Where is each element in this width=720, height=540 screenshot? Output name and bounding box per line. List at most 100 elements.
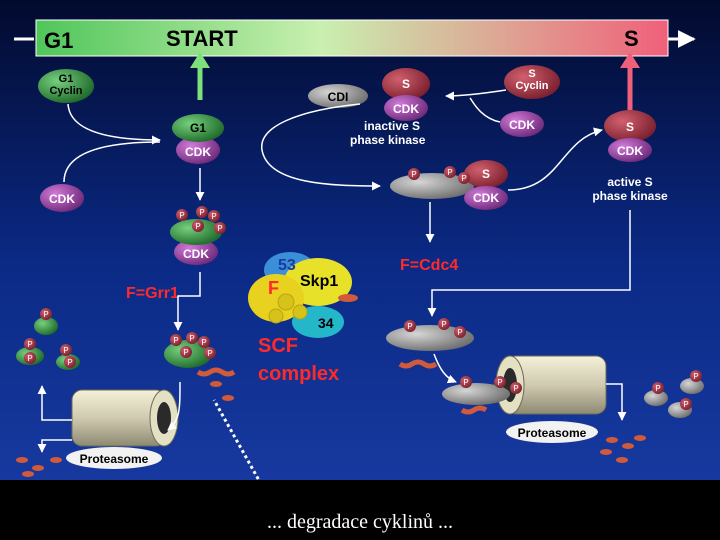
inactive-to-phospho-arrow: [261, 103, 381, 191]
active-kinase-line1: active S: [607, 175, 652, 189]
svg-text:S: S: [528, 68, 535, 80]
cdk-to-inactive-arrow: [469, 97, 501, 123]
proteasome-out-arrow-down: [37, 439, 72, 453]
svg-text:Skp1: Skp1: [300, 273, 338, 290]
inactive-kinase-line1: inactive S: [364, 119, 420, 133]
svg-text:P: P: [211, 212, 216, 221]
svg-text:P: P: [189, 334, 194, 343]
scf-title-line1: SCF: [258, 335, 298, 357]
svg-text:P: P: [199, 208, 204, 217]
svg-text:Cyclin: Cyclin: [49, 85, 82, 97]
cdk-to-complex-arrow: [63, 141, 161, 183]
svg-text:P: P: [43, 310, 48, 319]
active-kinase-line2: phase kinase: [592, 189, 668, 203]
svg-text:CDK: CDK: [393, 102, 419, 116]
scf-complex: 53 Skp1 F 34: [248, 252, 358, 338]
cell-cycle-diagram: G1 START S G1 Cyclin CDK: [0, 0, 720, 480]
svg-text:P: P: [441, 320, 446, 329]
svg-text:P: P: [411, 170, 416, 179]
phospho-group: P P P P P: [176, 206, 226, 234]
to-active-kinase-arrow: [507, 127, 603, 191]
left-phospho-substrate: P P P P P: [164, 332, 236, 377]
grr1-path-arrow: [173, 272, 201, 331]
proteasome-out-arrow-left: [37, 385, 72, 421]
left-peptide-fragments: [16, 457, 62, 477]
svg-text:P: P: [67, 358, 72, 367]
svg-text:P: P: [173, 336, 178, 345]
inactive-s-phase-kinase: CDI S CDK: [308, 68, 430, 121]
svg-text:P: P: [201, 338, 206, 347]
start-arrow-head: [190, 52, 210, 68]
svg-text:P: P: [407, 322, 412, 331]
svg-text:P: P: [183, 348, 188, 357]
svg-text:P: P: [217, 224, 222, 233]
phase-g1-label: G1: [44, 28, 73, 53]
svg-text:CDK: CDK: [185, 145, 211, 159]
right-proteasome: P P P Proteasome: [442, 355, 607, 443]
right-proteasome-out-arrow: [606, 383, 627, 421]
svg-text:P: P: [463, 378, 468, 387]
svg-text:S: S: [402, 77, 410, 91]
svg-text:CDI: CDI: [328, 90, 349, 104]
f-grr1-label: F=Grr1: [126, 285, 179, 302]
svg-text:P: P: [63, 346, 68, 355]
svg-text:P: P: [655, 384, 660, 393]
active-s-phase-kinase: S CDK: [604, 110, 656, 162]
pointer-peptides: [210, 381, 234, 401]
svg-text:P: P: [179, 211, 184, 220]
left-fragments: P P P P P: [16, 308, 80, 370]
svg-text:P: P: [513, 384, 518, 393]
svg-text:CDK: CDK: [49, 192, 75, 206]
f-cdc4-label: F=Cdc4: [400, 257, 458, 274]
svg-text:CDK: CDK: [617, 144, 643, 158]
svg-text:P: P: [457, 328, 462, 337]
svg-text:P: P: [207, 349, 212, 358]
svg-text:P: P: [683, 400, 688, 409]
right-phospho-substrate: P P P: [386, 318, 474, 369]
phase-start-label: START: [166, 26, 238, 51]
svg-text:P: P: [497, 378, 502, 387]
svg-text:Proteasome: Proteasome: [80, 452, 149, 466]
phase-s-label: S: [624, 26, 639, 51]
svg-text:F: F: [268, 278, 279, 298]
svg-text:S: S: [626, 120, 634, 134]
g1-cdk-complex: G1 CDK: [172, 114, 224, 164]
svg-text:P: P: [195, 222, 200, 231]
svg-text:CDK: CDK: [509, 118, 535, 132]
scf-title-line2: complex: [258, 363, 339, 385]
slide-caption: ... degradace cyklinů ...: [266, 511, 454, 533]
cyclin-to-complex-arrow: [67, 103, 161, 145]
svg-text:P: P: [27, 354, 32, 363]
svg-text:P: P: [447, 168, 452, 177]
right-peptide-fragments: [600, 435, 646, 463]
svg-text:P: P: [27, 340, 32, 349]
svg-text:Cyclin: Cyclin: [515, 80, 548, 92]
s-cyclin-molecule: S Cyclin: [504, 65, 560, 99]
svg-text:53: 53: [278, 257, 296, 274]
right-fragments: P P P: [644, 370, 704, 418]
cell-cycle-phase-bar: [35, 19, 669, 57]
svg-text:G1: G1: [190, 121, 206, 135]
s-cyclin-to-inactive-arrow: [445, 89, 507, 101]
left-proteasome: Proteasome: [66, 389, 179, 469]
caption-bar: [0, 480, 720, 540]
cdk-molecule-right: CDK: [500, 111, 544, 137]
phospho-g1-cdk-complex: CDK: [170, 219, 222, 265]
active-kinase-return-arrow: [427, 210, 631, 317]
svg-text:P: P: [693, 372, 698, 381]
caption-pointer-line: [212, 399, 261, 480]
svg-text:Proteasome: Proteasome: [518, 426, 587, 440]
svg-text:P: P: [461, 174, 466, 183]
cdk-molecule-left: CDK: [40, 184, 84, 212]
phospho-cdi-s-cdk: S CDK P P P: [390, 160, 508, 210]
s-arrow-head: [620, 52, 640, 68]
svg-text:G1: G1: [59, 73, 74, 85]
substrate-into-proteasome-arrow: [167, 381, 181, 431]
inactive-kinase-line2: phase kinase: [350, 133, 426, 147]
svg-text:S: S: [482, 167, 490, 181]
diagram-canvas: G1 START S G1 Cyclin CDK: [14, 19, 704, 480]
svg-text:34: 34: [318, 315, 334, 331]
g1-cyclin-molecule: G1 Cyclin: [38, 69, 94, 103]
right-substrate-to-proteasome-arrow: [433, 353, 457, 384]
